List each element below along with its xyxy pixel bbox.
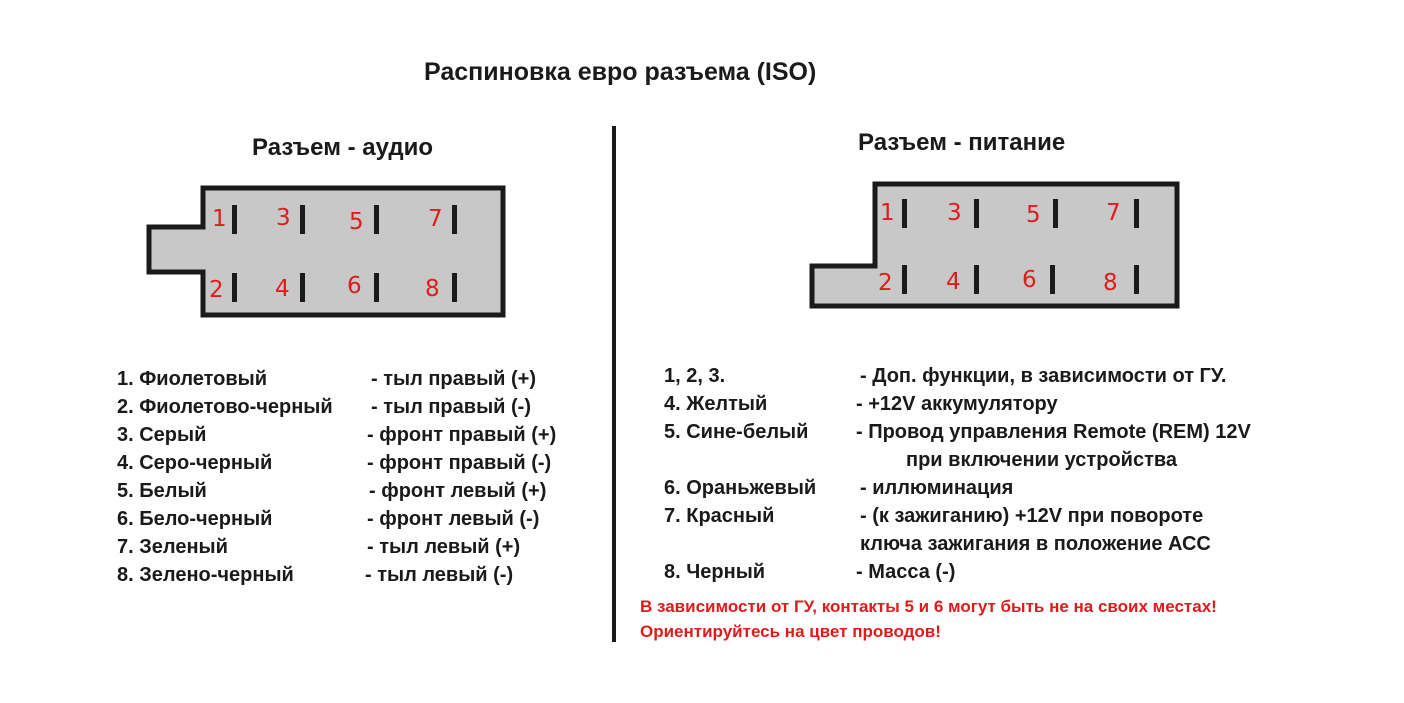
audio-wire-1-desc: - тыл правый (+)	[371, 368, 536, 390]
audio-pin-5-label: 5	[349, 209, 364, 235]
power-pin-8-contact	[1134, 265, 1139, 294]
power-wire-4-desc: - +12V аккумулятору	[856, 393, 1058, 415]
audio-connector-heading: Разъем - аудио	[252, 134, 434, 161]
power-wire-1-2-3: 1, 2, 3.	[664, 365, 726, 387]
audio-wire-5: 5. Белый	[117, 480, 207, 502]
audio-pin-7-contact	[452, 205, 457, 234]
audio-pin-2-contact	[232, 273, 237, 302]
audio-wire-2-desc: - тыл правый (-)	[371, 396, 531, 418]
power-pin-8-label: 8	[1103, 270, 1118, 296]
power-pin-3-contact	[974, 199, 979, 228]
power-pin-4-contact	[974, 265, 979, 294]
power-wire-5-desc: - Провод управления Remote (REM) 12V	[856, 421, 1251, 443]
audio-pin-2-label: 2	[209, 277, 224, 303]
audio-connector-body	[146, 185, 506, 318]
audio-wire-7: 7. Зеленый	[117, 536, 228, 558]
power-pin-4-label: 4	[946, 269, 961, 295]
audio-pin-6-label: 6	[347, 273, 362, 299]
audio-wire-1: 1. Фиолетовый	[117, 368, 268, 390]
power-pin-1-label: 1	[880, 200, 895, 226]
audio-pin-4-contact	[300, 273, 305, 302]
power-pin-5-label: 5	[1026, 202, 1041, 228]
power-wire-6-desc: - иллюминация	[860, 477, 1014, 499]
audio-wire-6-desc: - фронт левый (-)	[367, 508, 540, 530]
audio-pin-4-label: 4	[275, 276, 290, 302]
audio-pin-1-contact	[232, 205, 237, 234]
power-pin-2-label: 2	[878, 270, 893, 296]
warning-note-line2: Ориентируйтесь на цвет проводов!	[640, 622, 941, 641]
power-connector-body	[809, 181, 1180, 309]
audio-pin-3-contact	[300, 205, 305, 234]
audio-pin-8-label: 8	[425, 276, 440, 302]
power-pin-5-contact	[1053, 199, 1058, 228]
power-wire-4: 4. Желтый	[664, 393, 768, 415]
power-wire-7: 7. Красный	[664, 505, 775, 527]
power-pin-2-contact	[902, 265, 907, 294]
power-wire-1-2-3-desc: - Доп. функции, в зависимости от ГУ.	[860, 365, 1227, 387]
audio-wire-8-desc: - тыл левый (-)	[365, 564, 514, 586]
audio-pin-7-label: 7	[428, 206, 443, 232]
audio-pin-8-contact	[452, 273, 457, 302]
power-pin-7-contact	[1134, 199, 1139, 228]
power-pin-6-contact	[1050, 265, 1055, 294]
audio-wire-3-desc: - фронт правый (+)	[367, 424, 557, 446]
audio-wire-4: 4. Серо-черный	[117, 452, 273, 474]
audio-wire-2: 2. Фиолетово-черный	[117, 396, 333, 418]
power-pin-1-contact	[902, 199, 907, 228]
power-pin-6-label: 6	[1022, 267, 1037, 293]
power-connector-heading: Разъем - питание	[858, 129, 1066, 156]
power-wire-8: 8. Черный	[664, 561, 766, 583]
audio-pin-1-label: 1	[212, 206, 227, 232]
power-pin-3-label: 3	[947, 200, 962, 226]
power-wire-5: 5. Сине-белый	[664, 421, 809, 443]
power-wire-5-desc-cont: при включении устройства	[906, 449, 1178, 471]
audio-wire-7-desc: - тыл левый (+)	[367, 536, 521, 558]
audio-pin-3-label: 3	[276, 205, 291, 231]
section-divider	[612, 126, 616, 642]
audio-wire-5-desc: - фронт левый (+)	[369, 480, 547, 502]
power-pin-7-label: 7	[1106, 200, 1121, 226]
warning-note-line1: В зависимости от ГУ, контакты 5 и 6 могу…	[640, 597, 1217, 616]
audio-wire-8: 8. Зелено-черный	[117, 564, 294, 586]
audio-pin-5-contact	[374, 205, 379, 234]
audio-wire-4-desc: - фронт правый (-)	[367, 452, 552, 474]
audio-wire-3: 3. Серый	[117, 424, 207, 446]
audio-pin-6-contact	[374, 273, 379, 302]
power-wire-7-desc: - (к зажиганию) +12V при повороте	[860, 505, 1204, 527]
audio-wire-6: 6. Бело-черный	[117, 508, 273, 530]
page-title: Распиновка евро разъема (ISO)	[424, 58, 817, 86]
power-wire-7-desc-cont: ключа зажигания в положение АСС	[860, 533, 1211, 555]
power-wire-8-desc: - Масса (-)	[856, 561, 956, 583]
power-wire-6: 6. Ораньжевый	[664, 477, 817, 499]
